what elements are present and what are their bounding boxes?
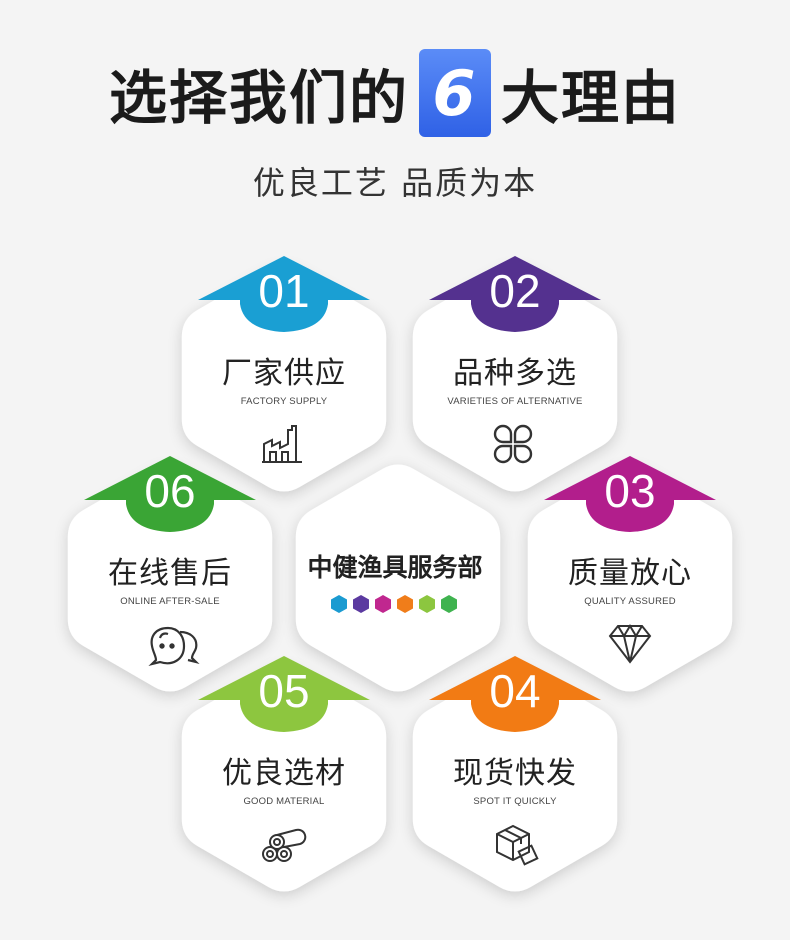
hexagon-05 (181, 664, 387, 892)
color-dot (441, 595, 457, 613)
center-hexagon (295, 464, 501, 692)
page-title: 选择我们的 6 大理由 (0, 48, 790, 138)
color-dot (331, 595, 347, 613)
hexagon-01 (181, 264, 387, 492)
card-number-05: 05 (258, 665, 310, 717)
number-tab-04 (429, 656, 601, 732)
number-tab-01 (198, 256, 370, 332)
hexagon-02 (412, 264, 618, 492)
diamond-icon (606, 622, 654, 670)
hexagon-06 (67, 464, 273, 692)
title-number-badge: 6 (419, 49, 491, 137)
color-dots (330, 595, 458, 613)
title-suffix: 大理由 (501, 64, 682, 132)
center-brand-name: 中健渔具服务部 (307, 553, 483, 582)
number-tab-05 (198, 656, 370, 732)
card-number-06: 06 (144, 465, 196, 517)
hexagon-04 (412, 664, 618, 892)
hexagon-03 (527, 464, 733, 692)
number-tab-02 (429, 256, 601, 332)
color-dot (353, 595, 369, 613)
card-number-02: 02 (489, 265, 541, 317)
factory-icon (260, 422, 304, 470)
color-dot (419, 595, 435, 613)
card-number-04: 04 (489, 665, 541, 717)
chat-bubbles-icon (146, 622, 202, 672)
material-logs-icon (260, 822, 308, 870)
card-number-01: 01 (258, 265, 310, 317)
card-number-03: 03 (604, 465, 656, 517)
number-tab-03 (544, 456, 716, 532)
package-icon (491, 822, 539, 870)
clover-icon (491, 422, 535, 470)
number-tab-06 (84, 456, 256, 532)
title-prefix: 选择我们的 (108, 64, 409, 132)
page-subtitle: 优良工艺 品质为本 (252, 164, 538, 202)
color-dot (375, 595, 391, 613)
color-dot (397, 595, 413, 613)
